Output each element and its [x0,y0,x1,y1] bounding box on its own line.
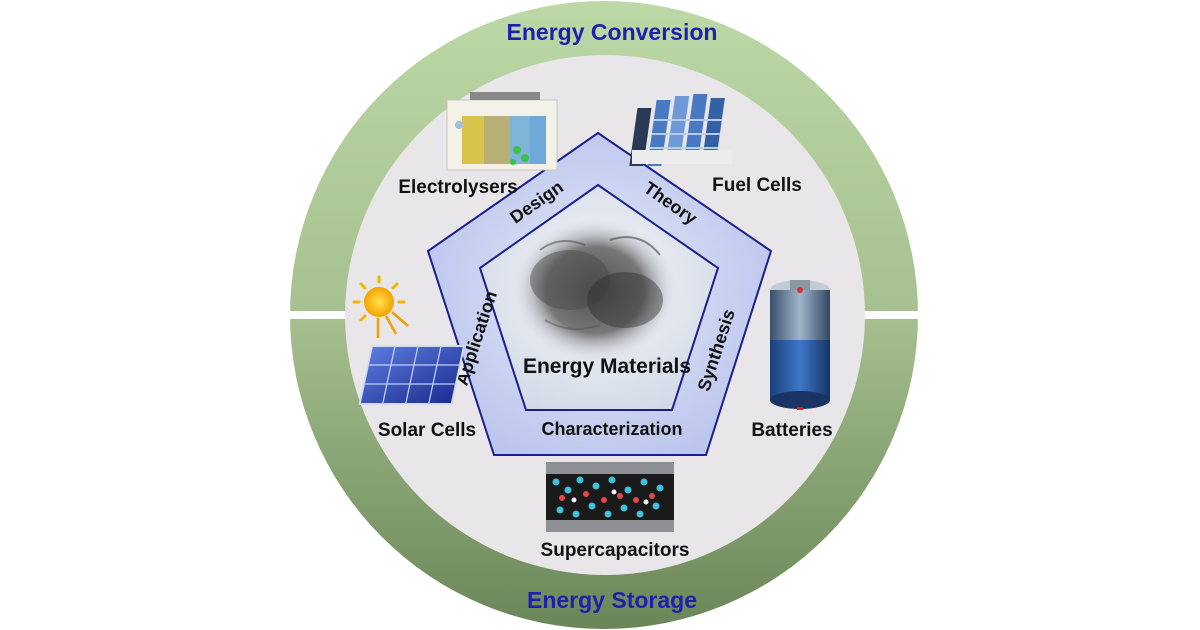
label-electrolysers: Electrolysers [398,177,517,198]
supercapacitor-illustration [546,462,674,532]
label-solar-cells: Solar Cells [378,420,476,441]
battery-illustration [770,280,830,410]
solar-panel-icon [358,345,466,405]
material-image [513,218,677,362]
ring-divider-right [858,311,920,319]
energy-storage-title: Energy Storage [527,587,697,613]
label-supercapacitors: Supercapacitors [541,540,690,561]
sun-icon [364,287,394,317]
energy-conversion-title: Energy Conversion [507,19,718,45]
label-characterization: Characterization [541,419,682,439]
electrolyser-illustration [446,92,558,171]
fuel-cell-illustration [629,94,732,166]
label-fuel-cells: Fuel Cells [712,175,802,196]
label-batteries: Batteries [751,420,832,441]
solar-illustration [352,275,466,405]
energy-materials-title: Energy Materials [523,355,691,378]
ring-divider-left [288,311,348,319]
